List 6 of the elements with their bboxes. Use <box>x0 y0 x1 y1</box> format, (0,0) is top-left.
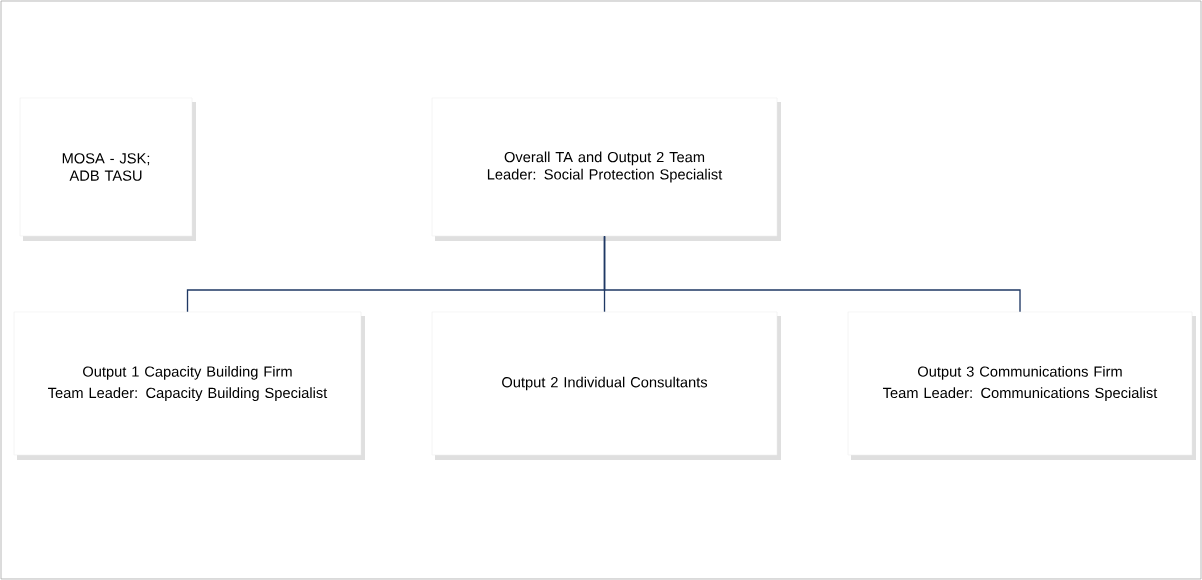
connector-line <box>603 235 1021 313</box>
org-box: Output 3 Communications Firm Team Leader: Communications Specialist <box>847 311 1196 460</box>
org-box: MOSA - JSK; ADB TASU <box>19 97 196 241</box>
org-box: Output 2 Individual Consultants <box>431 311 781 460</box>
org-box: Output 1 Capacity Building Firm Team Leader: Capacity Building Specialist <box>13 311 365 460</box>
org-box: Overall TA and Output 2 Team Leader: Social Protection Specialist <box>431 97 781 241</box>
